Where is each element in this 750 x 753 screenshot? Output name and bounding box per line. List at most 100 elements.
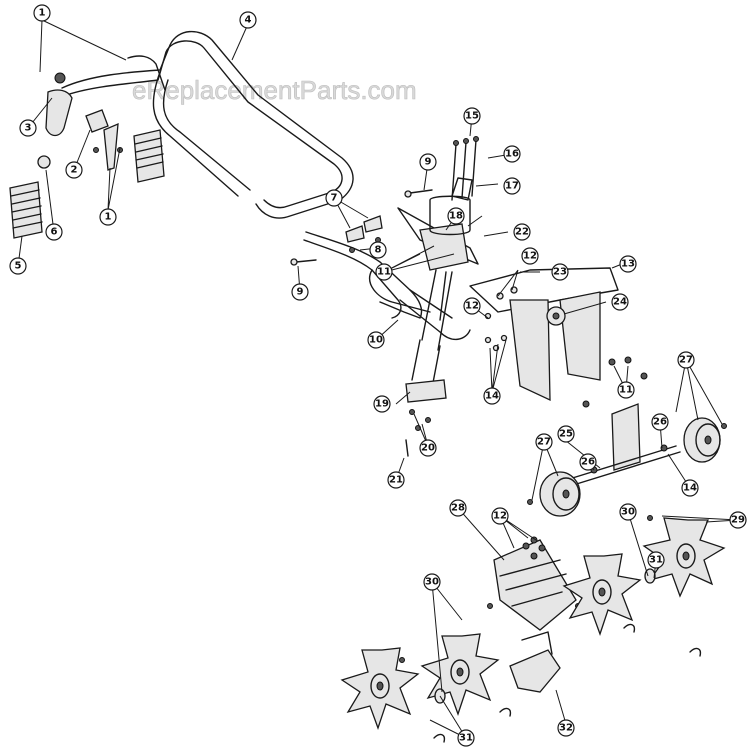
callout-27b: 27: [535, 433, 553, 451]
svg-text:9: 9: [425, 157, 432, 168]
svg-text:7: 7: [331, 193, 338, 204]
wheel-part: [527, 417, 727, 517]
svg-text:30: 30: [425, 577, 439, 588]
svg-text:20: 20: [421, 443, 435, 454]
callout-8: 8: [369, 241, 387, 259]
svg-text:14: 14: [485, 391, 499, 402]
svg-text:31: 31: [459, 733, 473, 744]
svg-text:17: 17: [505, 181, 519, 192]
svg-text:27: 27: [679, 355, 693, 366]
callout-25: 25: [557, 425, 575, 443]
svg-text:24: 24: [613, 297, 627, 308]
leader-lines: [17, 19, 739, 739]
hairpin-clip-part: [399, 515, 702, 743]
tine-part: [340, 647, 446, 730]
svg-text:21: 21: [389, 475, 403, 486]
callout-9b: 9: [291, 283, 309, 301]
rod-part: [451, 136, 479, 201]
callout-29: 29: [729, 511, 747, 529]
callout-30a: 30: [619, 503, 637, 521]
svg-text:25: 25: [559, 429, 573, 440]
svg-text:31: 31: [649, 555, 663, 566]
svg-text:8: 8: [375, 245, 382, 256]
callout-17: 17: [503, 177, 521, 195]
column-assembly-part: [397, 177, 479, 457]
svg-text:22: 22: [515, 227, 529, 238]
callout-7: 7: [325, 189, 343, 207]
svg-text:1: 1: [39, 8, 46, 19]
callout-2: 2: [65, 161, 83, 179]
callout-4: 4: [239, 11, 257, 29]
transmission-part: [487, 536, 581, 693]
spring-grip-part: [9, 129, 165, 239]
watermark-text: eReplacementParts.com: [132, 75, 417, 105]
svg-text:1: 1: [105, 212, 112, 223]
svg-text:13: 13: [621, 259, 635, 270]
callout-26a: 26: [651, 413, 669, 431]
wheel-bracket-part: [565, 356, 681, 487]
svg-text:18: 18: [449, 211, 463, 222]
callout-10: 10: [367, 331, 385, 349]
svg-text:11: 11: [377, 267, 391, 278]
svg-text:5: 5: [15, 261, 22, 272]
svg-text:32: 32: [559, 723, 573, 734]
callout-21: 21: [387, 471, 405, 489]
svg-text:10: 10: [369, 335, 383, 346]
svg-text:15: 15: [465, 111, 479, 122]
callout-27a: 27: [677, 351, 695, 369]
callout-24: 24: [611, 293, 629, 311]
svg-text:6: 6: [51, 227, 58, 238]
tine-part: [642, 517, 726, 598]
handle-grip-part: [45, 72, 73, 137]
svg-text:9: 9: [297, 287, 304, 298]
callout-13: 13: [619, 255, 637, 273]
callout-31b: 31: [457, 729, 475, 747]
callout-26b: 26: [579, 453, 597, 471]
callout-16: 16: [503, 145, 521, 163]
callout-1a: 1: [33, 4, 51, 22]
svg-text:30: 30: [621, 507, 635, 518]
callout-31a: 31: [647, 551, 665, 569]
callout-28: 28: [449, 499, 467, 517]
bolt-part: [290, 189, 433, 266]
callout-30b: 30: [423, 573, 441, 591]
callout-1b: 1: [99, 208, 117, 226]
svg-text:29: 29: [731, 515, 745, 526]
svg-text:26: 26: [581, 457, 595, 468]
callout-14a: 14: [483, 387, 501, 405]
callout-14b: 14: [681, 479, 699, 497]
callout-15: 15: [463, 107, 481, 125]
svg-text:26: 26: [653, 417, 667, 428]
svg-text:4: 4: [245, 15, 252, 26]
callout-3: 3: [19, 119, 37, 137]
callout-6: 6: [45, 223, 63, 241]
svg-text:12: 12: [493, 511, 507, 522]
control-lever-part: [85, 109, 123, 171]
tine-part: [562, 553, 656, 636]
callout-19: 19: [373, 395, 391, 413]
upper-handle-part: [57, 30, 354, 219]
svg-text:11: 11: [619, 385, 633, 396]
callout-9a: 9: [419, 153, 437, 171]
callout-group: 1 1 2 3 4 5 6 7 8 9 9 10 11 11 12 12 12 …: [9, 4, 747, 747]
svg-text:27: 27: [537, 437, 551, 448]
callout-11b: 11: [617, 381, 635, 399]
callout-23: 23: [551, 263, 569, 281]
svg-text:12: 12: [465, 301, 479, 312]
callout-18: 18: [447, 207, 465, 225]
callout-5: 5: [9, 257, 27, 275]
callout-22: 22: [513, 223, 531, 241]
svg-text:2: 2: [71, 165, 78, 176]
callout-32: 32: [557, 719, 575, 737]
callout-12b: 12: [463, 297, 481, 315]
callout-11a: 11: [375, 263, 393, 281]
svg-text:19: 19: [375, 399, 389, 410]
svg-text:23: 23: [553, 267, 567, 278]
tine-shield-part: [469, 267, 619, 402]
svg-text:12: 12: [523, 251, 537, 262]
tine-part: [420, 633, 500, 716]
svg-text:16: 16: [505, 149, 519, 160]
callout-12c: 12: [491, 507, 509, 525]
